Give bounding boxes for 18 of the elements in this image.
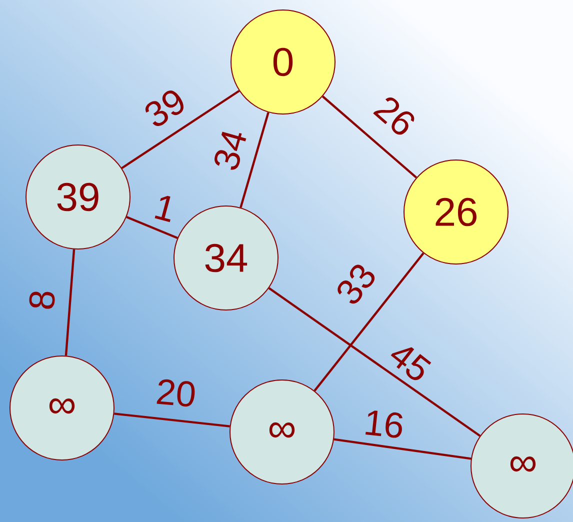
edge-line [322,96,418,178]
weight-label: 39 [145,90,184,126]
weight-label: 26 [373,98,414,135]
weight-label: 1 [154,196,170,222]
edge-line [64,249,76,356]
weight-label: 45 [390,347,432,380]
weight-label: 8 [29,292,55,309]
edge-line [334,438,472,460]
weight-label: 33 [338,264,375,304]
weight-label: 34 [214,132,246,170]
edge-line [114,412,230,428]
edge-line [268,287,481,437]
edge-line [314,252,424,392]
weight-label: 20 [156,379,195,407]
edge-line [126,216,178,239]
edge-line [121,90,240,170]
edge-line [240,112,270,208]
weight-label: 16 [366,410,402,438]
